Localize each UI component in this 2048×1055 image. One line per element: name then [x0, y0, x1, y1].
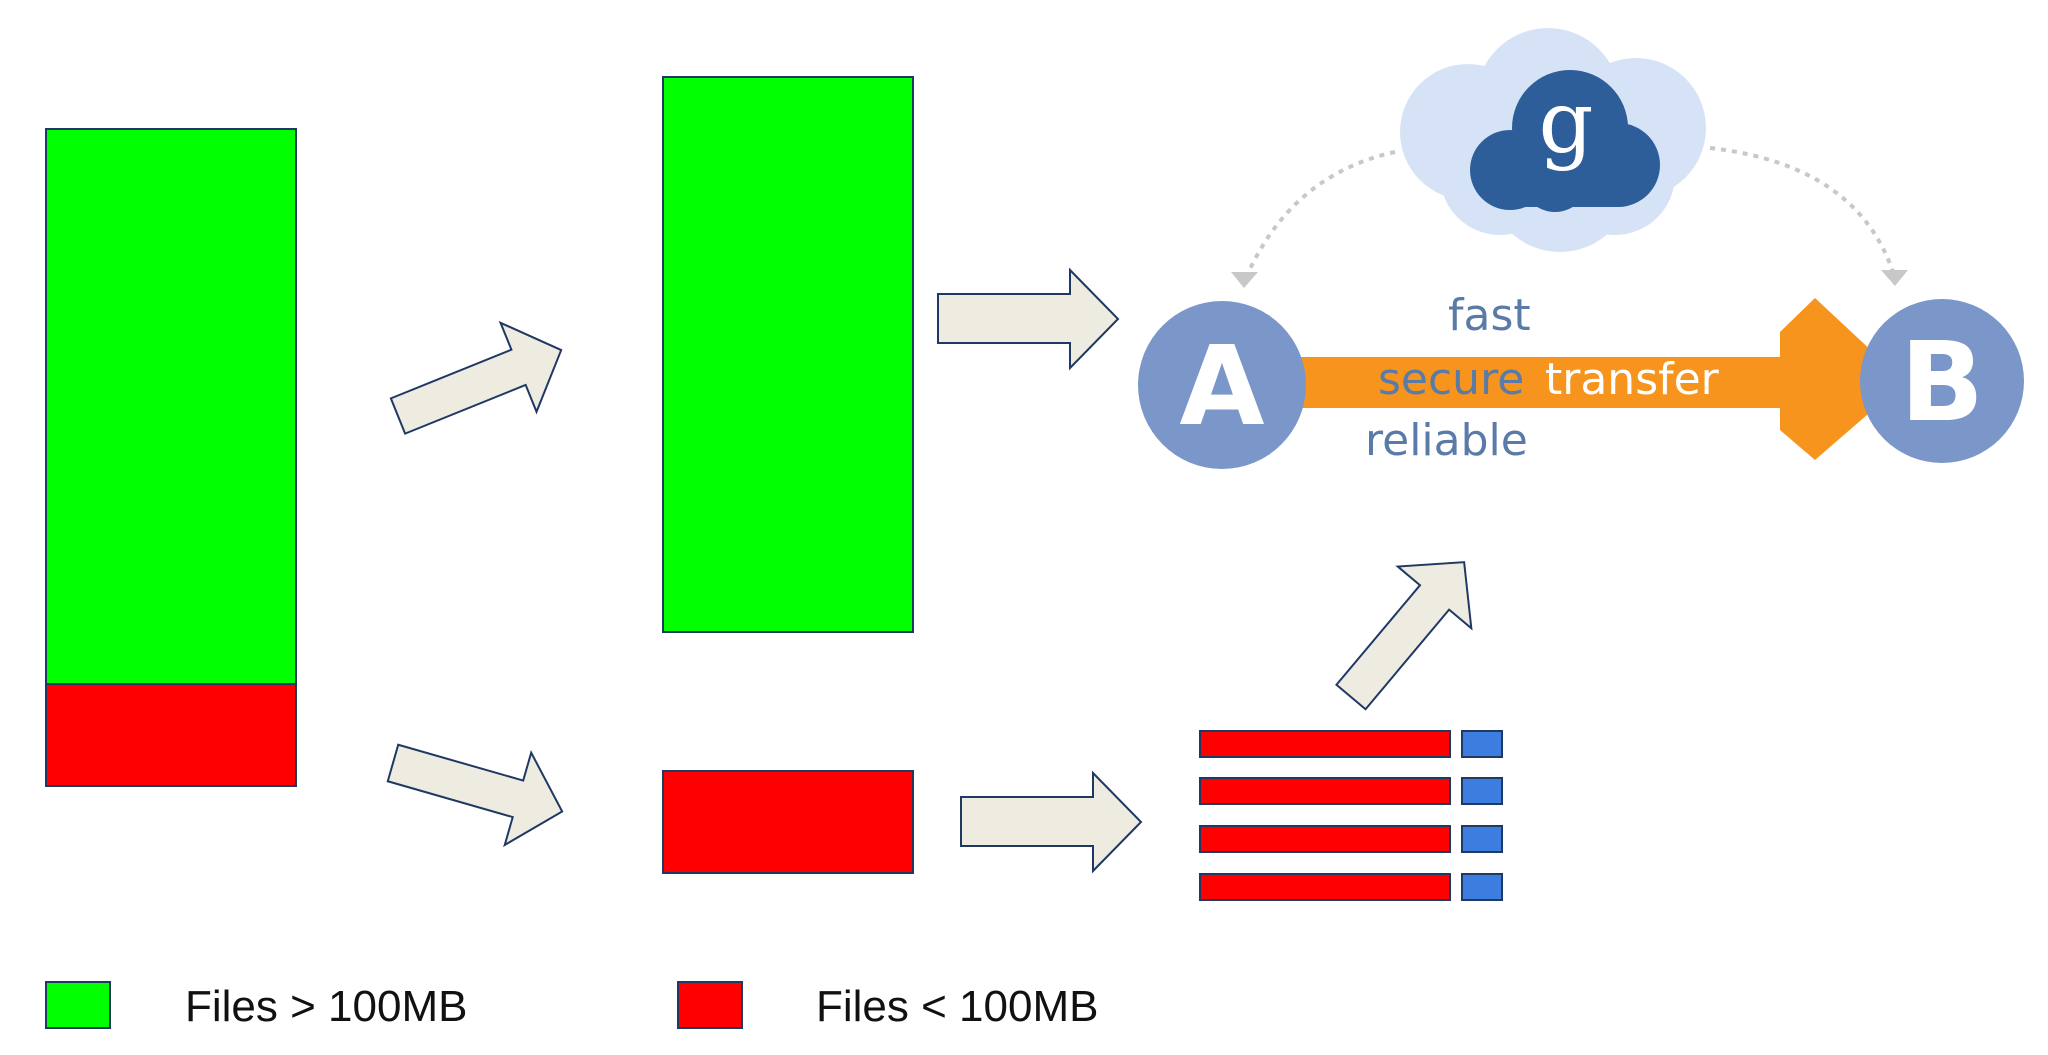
word-secure: secure [1378, 354, 1524, 405]
globus-logo-icon [1470, 70, 1660, 212]
globus-transfer-graphic: g A B fast secure transfer reliable [1138, 28, 2024, 469]
all-files-column [45, 128, 297, 787]
legend-swatch-large [45, 981, 111, 1029]
arrow-chunks-to-transfer [1335, 561, 1473, 711]
large-files-box [662, 76, 914, 633]
large-files-segment [45, 128, 297, 685]
chunk-marker [1461, 777, 1503, 805]
endpoint-a-circle [1138, 301, 1306, 469]
word-fast: fast [1448, 290, 1531, 341]
endpoint-b-circle [1860, 299, 2024, 463]
arrow-small-to-chunks [960, 770, 1143, 874]
transfer-arrow-head [1780, 298, 1905, 460]
legend-label-large: Files > 100MB [185, 982, 467, 1031]
dotted-link-arrowhead-a [1231, 272, 1258, 288]
globus-logo-letter: g [1538, 73, 1593, 173]
chunk-marker [1461, 825, 1503, 853]
chunk-marker [1461, 730, 1503, 758]
dotted-link-to-b [1709, 146, 1897, 279]
arrow-to-large-files [389, 320, 563, 435]
chunk-row [1199, 777, 1451, 805]
endpoint-b-label: B [1900, 318, 1984, 446]
word-transfer: transfer [1545, 354, 1720, 405]
small-files-box [662, 770, 914, 874]
chunk-row [1199, 730, 1451, 758]
legend-label-small: Files < 100MB [816, 982, 1098, 1031]
legend-swatch-small [677, 981, 743, 1029]
endpoint-a-label: A [1179, 322, 1264, 450]
dotted-link-arrowhead-b [1881, 270, 1908, 286]
dotted-link-to-a [1243, 150, 1396, 281]
chunked-files [1199, 730, 1503, 901]
chunk-marker [1461, 873, 1503, 901]
word-reliable: reliable [1365, 415, 1528, 466]
arrow-large-to-transfer [937, 267, 1120, 371]
chunk-row [1199, 825, 1451, 853]
transfer-arrow-shaft [1275, 357, 1780, 408]
chunk-row [1199, 873, 1451, 901]
legend: Files > 100MB Files < 100MB [45, 981, 1098, 1031]
small-files-segment [45, 683, 297, 787]
arrow-to-small-files [386, 743, 564, 848]
